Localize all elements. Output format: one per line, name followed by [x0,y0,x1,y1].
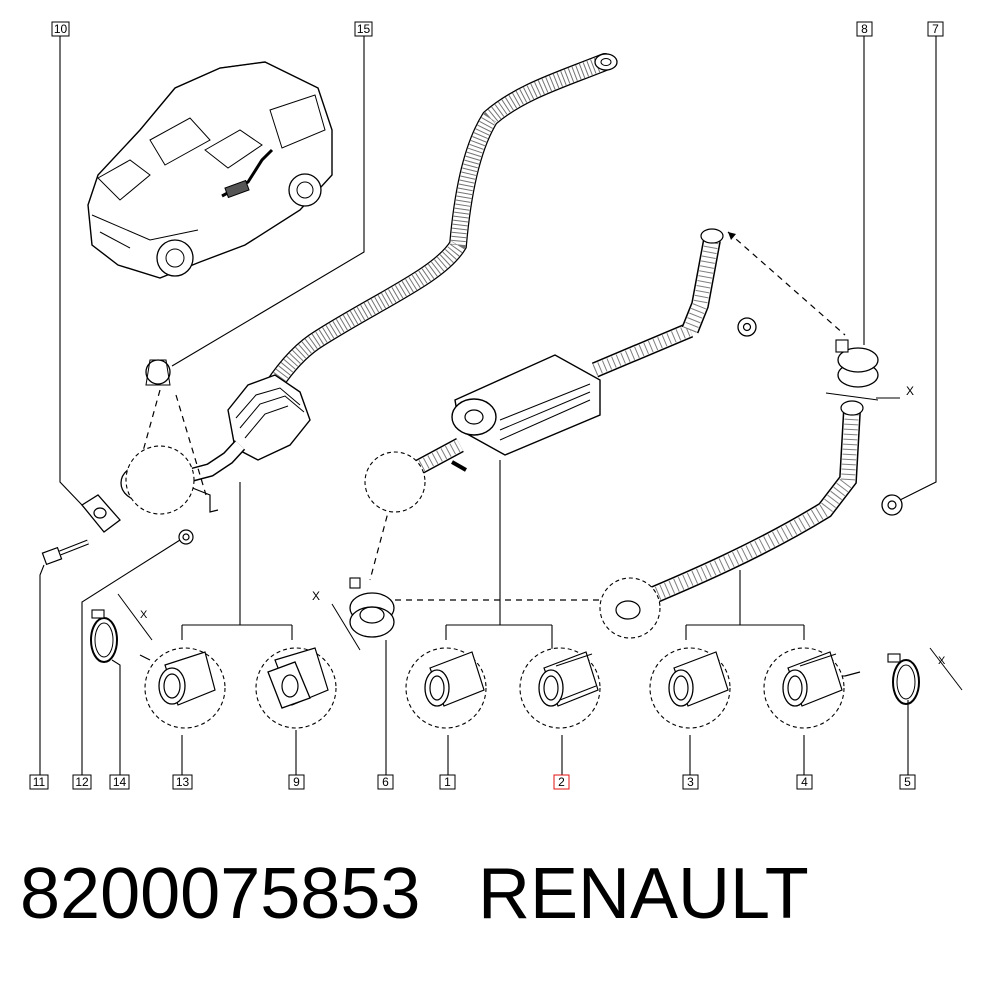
callout-label: 6 [382,775,389,789]
detail-bubble-rear-inlet [599,577,661,639]
bolt-11 [41,539,89,566]
callout-11[interactable]: 11 [29,774,49,790]
callout-1[interactable]: 1 [439,774,456,790]
dimension-x-label-clamp14: X [140,609,148,621]
callout-label: 7 [932,22,939,36]
callout-12[interactable]: 12 [72,774,92,790]
leader-lines [39,36,937,775]
callout-label: 12 [75,775,89,789]
callout-label: 13 [176,775,190,789]
detail-bubble-2 [519,647,601,729]
rubber-mount-7 [881,494,903,516]
dimension-x-label-clamp8: X [906,384,914,398]
callout-label: 15 [357,22,371,36]
callout-label: 4 [801,775,808,789]
callout-label: 3 [687,775,694,789]
gasket-10 [81,494,121,533]
rear-pipe [626,400,864,614]
callout-label: 1 [444,775,451,789]
callout-9[interactable]: 9 [288,774,305,790]
detail-bubble-mount [125,445,195,515]
brand-name: RENAULT [478,854,809,934]
callout-8[interactable]: 8 [856,21,873,37]
nut-12 [178,529,194,545]
detail-bubble-13 [144,647,226,729]
vehicle-illustration [87,61,333,279]
callout-2-selected[interactable]: 2 [553,774,570,790]
callout-label: 2 [558,775,565,789]
callout-7[interactable]: 7 [927,21,944,37]
callout-label: 8 [861,22,868,36]
front-pipe [263,53,618,397]
callout-label: 9 [293,775,300,789]
callout-label: 11 [33,775,46,789]
callout-3[interactable]: 3 [682,774,699,790]
callout-5[interactable]: 5 [899,774,916,790]
clamp-5 [844,647,963,705]
callout-label: 14 [113,775,127,789]
callout-4[interactable]: 4 [796,774,813,790]
detail-bubble-1 [405,647,487,729]
clamp-14 [90,593,153,663]
clamp-6 [331,577,395,651]
centre-muffler [381,228,724,490]
detail-bubble-3 [649,647,731,729]
detail-bubble-4 [763,647,845,729]
detail-bubble-centre-inlet [364,451,426,513]
rubber-mount-upper [737,317,757,337]
callout-13[interactable]: 13 [172,774,193,790]
callout-10[interactable]: 10 [51,21,70,37]
callout-6[interactable]: 6 [377,774,394,790]
callout-14[interactable]: 14 [109,774,130,790]
dimension-x-label-clamp6: X [312,589,320,603]
dimension-x-label-clamp5: X [938,655,946,667]
dimension-x-labels: X X X X [140,384,946,667]
part-number: 8200075853 [20,854,421,934]
clamp-8 [825,339,900,401]
callout-label: 10 [54,22,68,36]
callout-15[interactable]: 15 [354,21,373,37]
detail-bubble-9 [255,647,337,729]
callout-label: 5 [904,775,911,789]
